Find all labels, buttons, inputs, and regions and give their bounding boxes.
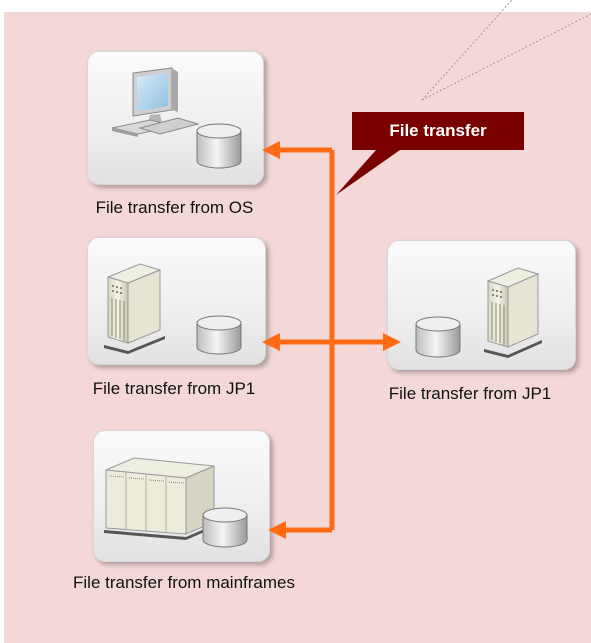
server-tower-icon: [104, 263, 165, 354]
node-jp1-right: [387, 240, 576, 370]
arrowhead-mainframes: [268, 521, 286, 539]
node-label-mainframes: File transfer from mainframes: [73, 573, 295, 592]
server-tower-icon: [484, 267, 542, 358]
arrowhead-os: [262, 141, 280, 159]
database-icon: [415, 316, 461, 358]
arrowheads: [262, 141, 401, 539]
database-icon: [196, 315, 242, 355]
callout-label: File transfer: [389, 121, 487, 140]
node-label-os: File transfer from OS: [95, 198, 254, 217]
node-label-jp1-right: File transfer from JP1: [388, 384, 552, 403]
desktop-pc-icon: [111, 67, 200, 137]
node-label-jp1-left: File transfer from JP1: [92, 379, 256, 398]
database-icon: [202, 507, 248, 548]
database-icon: [196, 123, 242, 169]
arrowhead-jp1-right: [383, 333, 401, 351]
transfer-connectors: [276, 147, 386, 533]
mainframe-icon: [104, 457, 216, 540]
arrowhead-jp1-left: [262, 333, 280, 351]
callout-shape: [336, 112, 524, 195]
